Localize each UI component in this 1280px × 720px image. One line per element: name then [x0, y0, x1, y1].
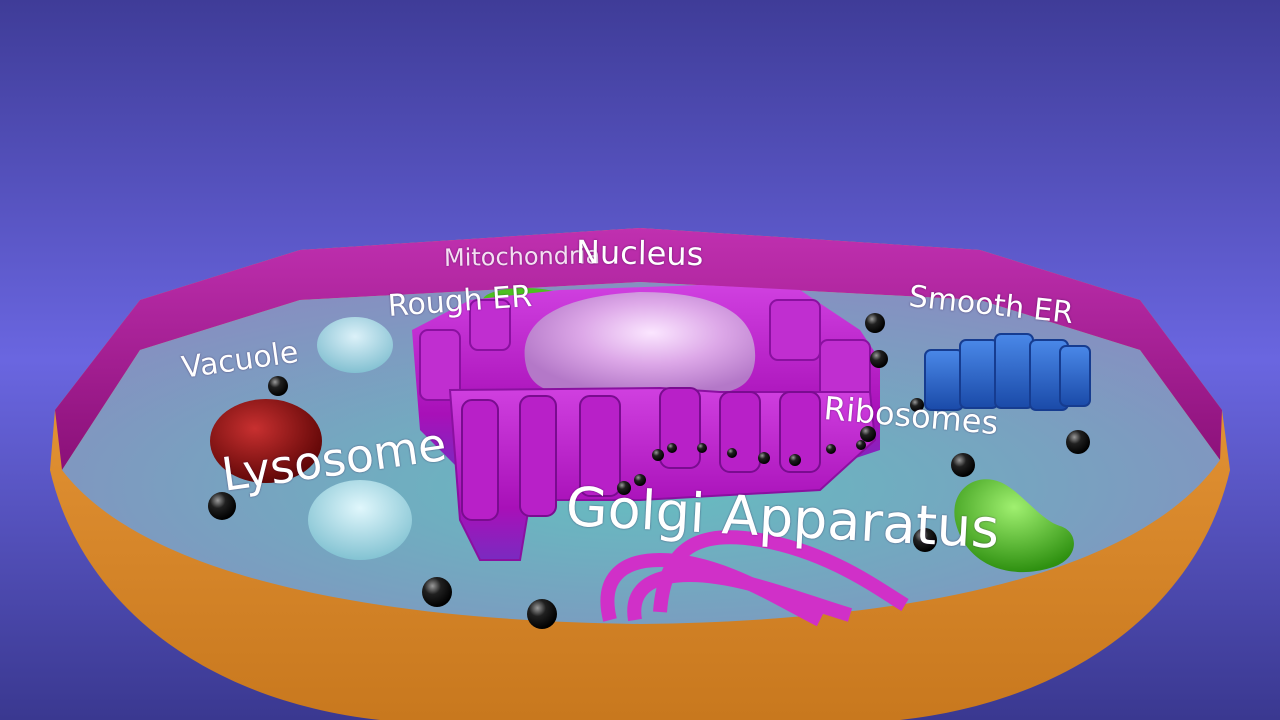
ribosomes — [208, 313, 1090, 629]
vacuole-back — [317, 317, 393, 373]
golgi-apparatus — [600, 530, 909, 627]
lysosome — [210, 399, 322, 483]
cell-membrane — [55, 228, 1222, 470]
label-nucleus: Nucleus — [575, 233, 704, 274]
vacuole-front — [308, 480, 412, 560]
nucleus — [524, 292, 756, 395]
smooth-er — [924, 333, 1091, 411]
rough-er-folds — [419, 299, 871, 401]
mitochondria-front — [954, 479, 1074, 573]
